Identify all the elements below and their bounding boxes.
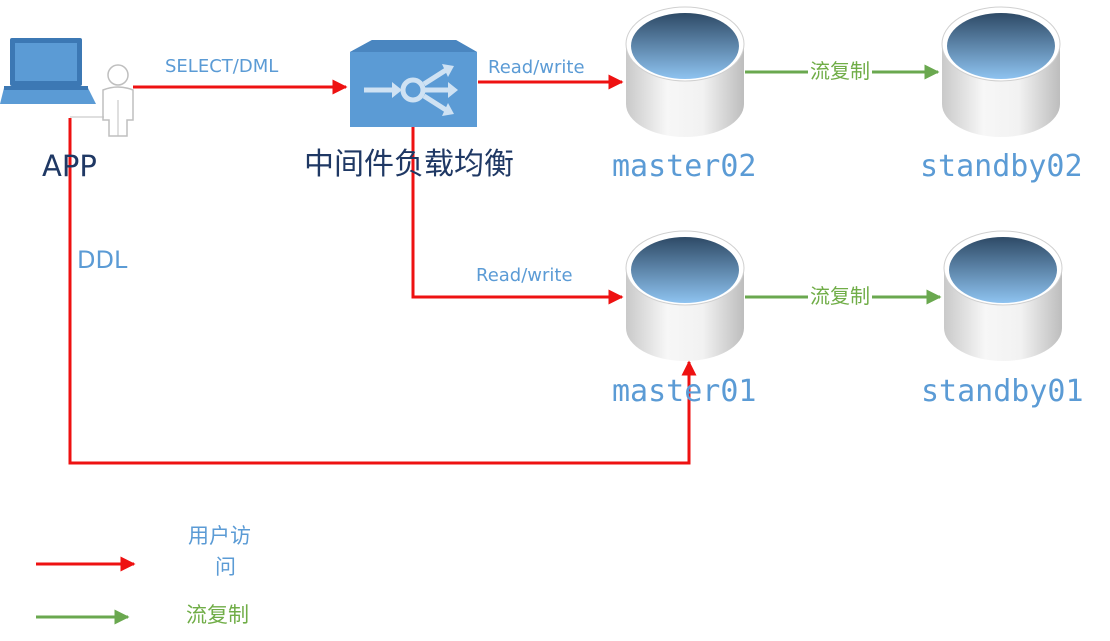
edge-label-replication-bottom: 流复制 — [808, 284, 872, 308]
load-balancer-icon — [350, 40, 477, 127]
edge-lb-to-master01 — [411, 127, 624, 305]
edge-label-select-dml: SELECT/DML — [165, 56, 279, 77]
edge-app-to-master01 — [68, 118, 697, 465]
edge-label-ddl: DDL — [77, 246, 128, 274]
load-balancer-label: 中间件负载均衡 — [304, 147, 514, 182]
app-label: APP — [42, 149, 97, 183]
edge-label-replication-top: 流复制 — [808, 59, 872, 83]
database-icon — [943, 230, 1063, 361]
edge-label-readwrite-top: Read/write — [488, 57, 585, 78]
database-standby02 — [941, 6, 1061, 137]
edge-label-readwrite-bottom: Read/write — [476, 265, 573, 286]
laptop-user-icon — [0, 38, 134, 137]
database-icon — [941, 6, 1061, 137]
master02-label: master02 — [612, 149, 757, 184]
master01-label: master01 — [612, 374, 757, 409]
standby02-label: standby02 — [920, 149, 1083, 184]
database-master02 — [625, 6, 745, 137]
legend-user-access-label-line1: 用户访 — [188, 524, 251, 548]
database-icon — [625, 6, 745, 137]
standby01-label: standby01 — [921, 374, 1084, 409]
database-master01 — [625, 230, 745, 361]
legend-replication-label: 流复制 — [186, 603, 249, 627]
database-standby01 — [943, 230, 1063, 361]
legend-user-access-label-line2: 问 — [215, 555, 236, 579]
database-icon — [625, 230, 745, 361]
